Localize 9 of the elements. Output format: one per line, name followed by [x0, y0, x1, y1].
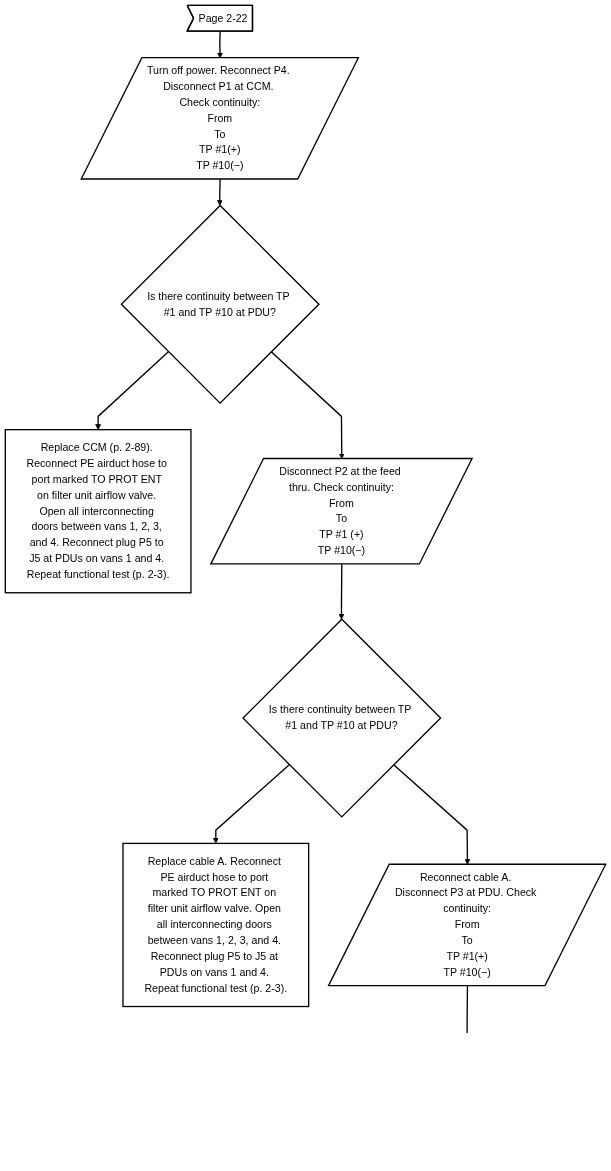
arrow — [393, 764, 471, 865]
arrow — [95, 351, 170, 430]
arrow — [212, 764, 290, 844]
connector — [466, 985, 469, 1034]
node-diamond: Is there continuity between TP #1 and TP #10 at PDU? — [242, 618, 442, 818]
node-box: Replace cable A. Reconnect PE airduct hose to port marked TO PROT ENT on filter unit airflow valve. Open all interconnecting doors between vans 1, 2, 3, and 4. Reconnect plug P5 to J5 at PDUs on vans 1 and 4. Repeat functional test (p. 2-3). — [122, 842, 310, 1008]
arrow — [338, 563, 345, 620]
node-diamond: Is there continuity between TP #1 and TP #10 at PDU? — [120, 204, 320, 405]
node-box: Replace CCM (p. 2-89). Reconnect PE airduct hose to port marked TO PROT ENT on filter unit airflow valve. Open all interconnecting doors between vans 1, 2, 3, and 4. Reconnect plug P5 to J5 at PDUs on vans 1 and 4. Repeat functional test (p. 2-3). — [4, 429, 192, 594]
